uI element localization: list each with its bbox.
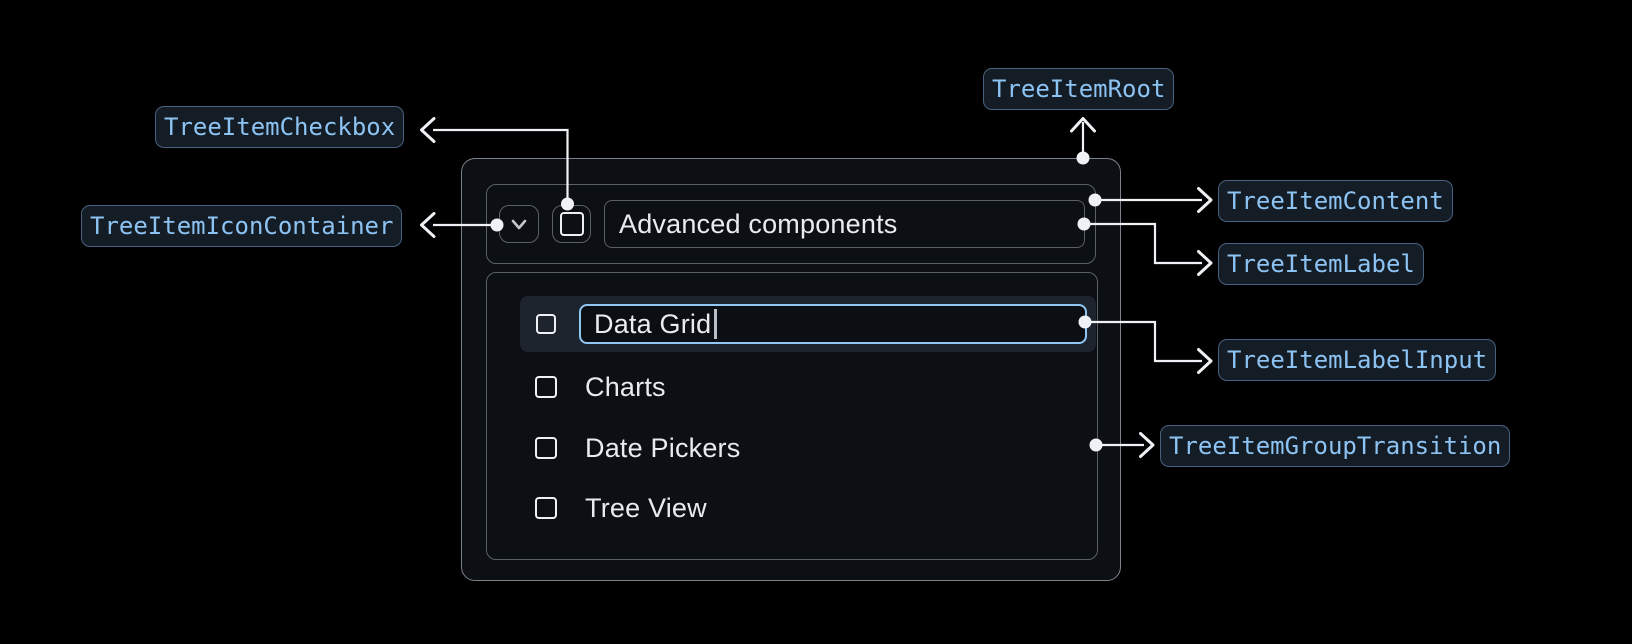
tree-item-label-text: Advanced components [619,208,898,239]
label-input-value: Data Grid [594,308,712,339]
badge-tree-item-content: TreeItemContent [1218,180,1453,222]
tree-item-icon-container[interactable] [499,205,539,243]
tree-item-label-text: Date Pickers [585,432,741,463]
tree-item-checkbox[interactable] [552,205,591,243]
tree-item-row-editing[interactable]: Data Grid [520,296,1096,352]
item-checkbox[interactable] [535,437,557,459]
tree-item-row[interactable]: Charts [535,365,666,409]
badge-tree-item-checkbox: TreeItemCheckbox [155,106,405,148]
badge-tree-item-group-transition: TreeItemGroupTransition [1160,425,1511,467]
chevron-down-icon [511,219,527,230]
tree-item-row[interactable]: Date Pickers [535,426,740,470]
tree-item-label: Advanced components [604,200,1085,248]
badge-tree-item-root: TreeItemRoot [983,68,1175,110]
tree-item-label-text: Charts [585,371,666,402]
tree-item-root: Advanced components Data Grid Charts Dat… [461,158,1121,581]
item-checkbox[interactable] [536,314,556,334]
tree-item-row[interactable]: Tree View [535,486,707,530]
item-checkbox[interactable] [535,376,557,398]
badge-tree-item-label-input: TreeItemLabelInput [1218,339,1497,381]
badge-tree-item-label: TreeItemLabel [1218,243,1424,285]
item-checkbox[interactable] [535,497,557,519]
text-caret [714,309,717,339]
checkbox-unchecked-icon [559,212,584,236]
tree-item-group-transition: Data Grid Charts Date Pickers Tree View [486,272,1098,560]
tree-item-content[interactable]: Advanced components [486,184,1096,264]
tree-item-label-input[interactable]: Data Grid [579,304,1087,344]
tree-item-label-text: Tree View [585,492,707,523]
badge-tree-item-icon-container: TreeItemIconContainer [81,205,403,247]
